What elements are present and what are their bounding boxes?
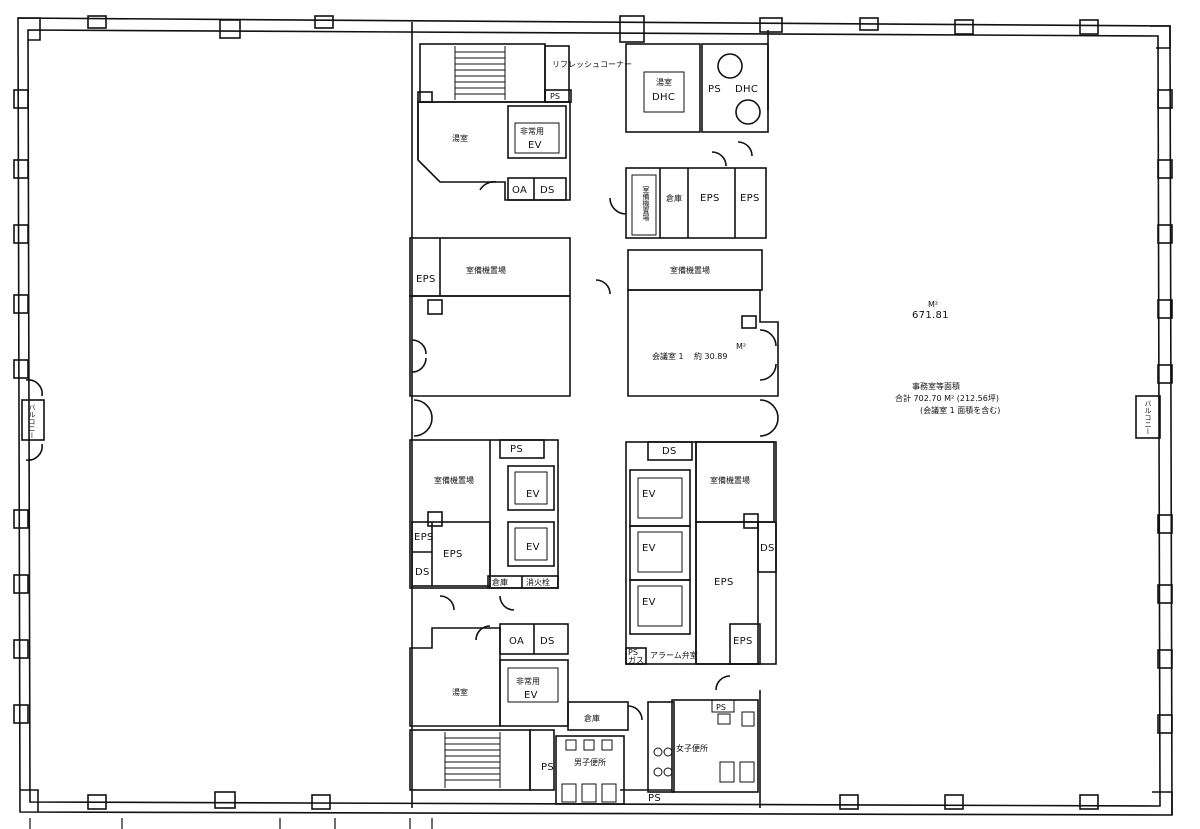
ps-lower-left xyxy=(499,439,545,459)
label-ps-bottom: PS xyxy=(648,793,661,804)
inner-wall xyxy=(27,29,1161,807)
label-oa-north: OA xyxy=(512,185,528,196)
label-ps-north: PS xyxy=(550,92,560,101)
label-ps-lower-left: PS xyxy=(510,444,523,455)
label-ev-ll-2: EV xyxy=(526,542,540,553)
label-meeting-m2: M² xyxy=(736,342,747,351)
ev-lr-3 xyxy=(629,579,691,635)
label-emergency-south: 非常用 xyxy=(516,677,540,686)
label-dhc-2: DHC xyxy=(735,84,759,95)
label-ev-lr-2: EV xyxy=(642,543,656,554)
label-meeting-room: 会議室 1 xyxy=(652,352,684,361)
label-eps-lr-2: EPS xyxy=(733,636,753,647)
label-equip-vertical: 室備機置場 xyxy=(642,186,650,221)
label-ev-ll-1: EV xyxy=(526,489,540,500)
west-balcony xyxy=(21,399,45,441)
label-eps-ll-2: EPS xyxy=(443,549,463,560)
label-balcony-west: バルコニー xyxy=(28,404,36,439)
label-oa-south: OA xyxy=(509,636,525,647)
ps-dhc-room xyxy=(701,43,769,133)
label-right-area-value: 671.81 xyxy=(912,310,949,321)
label-office-equip-lr: 室備機置場 xyxy=(710,476,750,485)
label-office-equip-ur: 室備機置場 xyxy=(670,266,710,275)
label-dhc-1: DHC xyxy=(652,92,676,103)
label-ps-lr-small: PS xyxy=(628,648,638,657)
label-emergency-north: 非常用 xyxy=(520,127,544,136)
label-hydrant: 消火栓 xyxy=(526,578,550,587)
east-columns xyxy=(1157,89,1173,734)
label-ds-lr: DS xyxy=(760,543,775,554)
south-columns xyxy=(87,791,1099,810)
ev-emergency-south xyxy=(499,659,569,727)
label-ds-lower-right: DS xyxy=(662,446,677,457)
label-pantry-north: 湯室 xyxy=(452,134,468,143)
mens-toilet xyxy=(555,735,625,805)
label-office-equip-ul: 室備機置場 xyxy=(466,266,506,275)
label-eps-ur-1: EPS xyxy=(700,193,720,204)
label-womens-toilet: 女子便所 xyxy=(676,744,708,753)
ev-ll-2 xyxy=(507,521,555,567)
label-storage-ll: 倉庫 xyxy=(492,578,508,587)
label-office-total-value: 合計 702.70 M² (212.56坪) xyxy=(895,394,999,403)
label-eps-ll-1: EPS xyxy=(414,532,434,543)
label-alarm-valve: アラーム弁室 xyxy=(650,651,698,660)
label-ps-stair-south: PS xyxy=(541,762,554,773)
west-columns xyxy=(13,89,29,724)
label-ds-north: DS xyxy=(540,185,555,196)
meeting-room-1 xyxy=(627,289,779,397)
label-right-area-unit: M² xyxy=(928,300,939,309)
label-storage-north: 倉庫 xyxy=(666,194,682,203)
label-eps-lr-1: EPS xyxy=(714,577,734,588)
label-office-total-note: (会議室 1 面積を含む) xyxy=(920,406,1001,415)
north-columns xyxy=(87,15,1099,43)
ev-emergency-north xyxy=(507,105,567,159)
label-storage-south: 倉庫 xyxy=(584,714,600,723)
label-ev-lr-3: EV xyxy=(642,597,656,608)
label-eps-ul: EPS xyxy=(416,274,436,285)
label-ds-south: DS xyxy=(540,636,555,647)
label-office-equip-ll: 室備機置場 xyxy=(434,476,474,485)
dhc-room xyxy=(625,43,701,133)
label-pantry-south: 湯室 xyxy=(452,688,468,697)
left-mid-room xyxy=(409,295,571,397)
label-dhc-pantry: 湯室 xyxy=(656,78,672,87)
label-ds-ll: DS xyxy=(415,567,430,578)
label-ps-toilet: PS xyxy=(716,703,726,712)
storage-south xyxy=(567,701,629,731)
label-office-total-title: 事務室等面積 xyxy=(912,382,960,391)
label-eps-ur-2: EPS xyxy=(740,193,760,204)
label-refresh-corner: リフレッシュコーナー xyxy=(552,60,632,69)
label-ev-emergency-south: EV xyxy=(524,690,538,701)
ev-ll-1 xyxy=(507,465,555,511)
east-balcony xyxy=(1135,395,1161,439)
label-mens-toilet: 男子便所 xyxy=(574,758,606,767)
ds-lower-right xyxy=(647,441,693,461)
label-ev-emergency-north: EV xyxy=(528,140,542,151)
label-ps-dhc: PS xyxy=(708,84,721,95)
label-gas: ガス xyxy=(628,656,644,665)
label-meeting-area: 約 30.89 xyxy=(694,352,728,361)
label-balcony-east: バルコニー xyxy=(1144,400,1152,435)
label-ev-lr-1: EV xyxy=(642,489,656,500)
